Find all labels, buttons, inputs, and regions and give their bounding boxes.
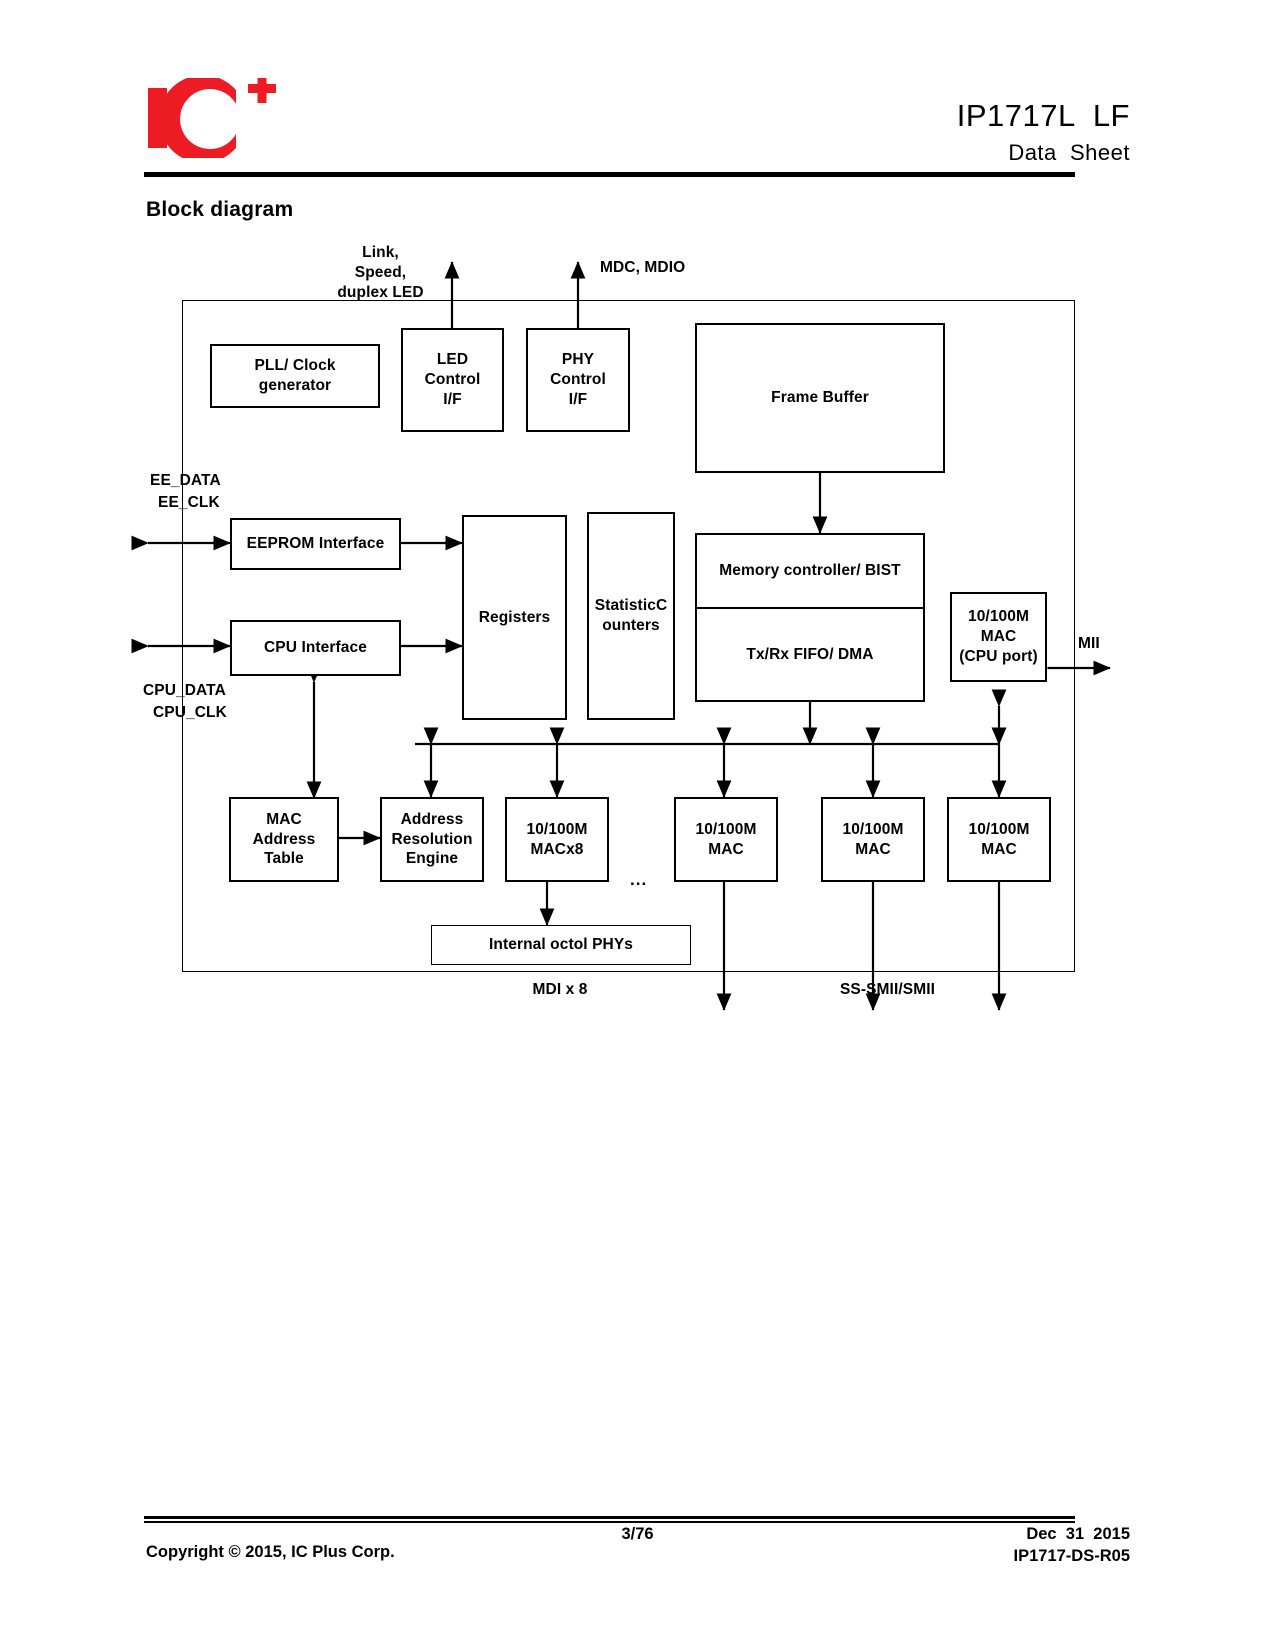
label-ee-data: EE_DATA bbox=[150, 472, 221, 489]
block-pll-clock-generator: PLL/ Clock generator bbox=[210, 344, 380, 408]
label-ss-smii-smii: SS-SMII/SMII bbox=[839, 981, 936, 998]
label-mac-ellipsis: ... bbox=[630, 870, 648, 889]
block-internal-octol-phys: Internal octol PHYs bbox=[431, 925, 691, 965]
label-ee-clk: EE_CLK bbox=[158, 494, 220, 511]
document-subtitle: Data Sheet bbox=[1008, 140, 1130, 165]
diagram-connectors bbox=[131, 261, 1111, 1011]
label-mdc-mdio: MDC, MDIO bbox=[600, 259, 686, 276]
block-diagram: Link, Speed, duplex LED MDC, MDIO EE_DAT… bbox=[131, 244, 1111, 1011]
label-mii: MII bbox=[1078, 635, 1100, 652]
footer-revision: IP1717-DS-R05 bbox=[1013, 1547, 1130, 1565]
label-cpu-data: CPU_DATA bbox=[143, 682, 226, 699]
block-frame-buffer: Frame Buffer bbox=[695, 323, 945, 473]
block-registers: Registers bbox=[462, 515, 567, 720]
footer-page-number: 3/76 bbox=[621, 1525, 654, 1543]
block-statistic-counters: StatisticC ounters bbox=[587, 512, 675, 720]
footer-divider-top bbox=[144, 1516, 1075, 1519]
block-mac-3: 10/100M MAC bbox=[821, 797, 925, 882]
label-cpu-clk: CPU_CLK bbox=[153, 704, 227, 721]
block-mac-4: 10/100M MAC bbox=[947, 797, 1051, 882]
chip-boundary bbox=[182, 300, 1075, 972]
block-memory-controller-bist: Memory controller/ BIST bbox=[695, 533, 925, 609]
block-mac-cpu-port: 10/100M MAC (CPU port) bbox=[950, 592, 1047, 682]
document-title: IP1717L LF bbox=[956, 98, 1130, 133]
block-phy-control-if: PHY Control I/F bbox=[526, 328, 630, 432]
block-cpu-interface: CPU Interface bbox=[230, 620, 401, 676]
block-txrx-fifo-dma: Tx/Rx FIFO/ DMA bbox=[695, 607, 925, 702]
footer-copyright: Copyright © 2015, IC Plus Corp. bbox=[146, 1543, 395, 1561]
label-mdi-x8: MDI x 8 bbox=[532, 981, 588, 998]
page-title: Block diagram bbox=[146, 198, 294, 221]
footer-divider-bottom bbox=[144, 1521, 1075, 1523]
block-mac-2: 10/100M MAC bbox=[674, 797, 778, 882]
block-mac-x8: 10/100M MACx8 bbox=[505, 797, 609, 882]
block-mac-address-table: MAC Address Table bbox=[229, 797, 339, 882]
footer-date: Dec 31 2015 bbox=[1026, 1525, 1130, 1543]
block-address-resolution-engine: Address Resolution Engine bbox=[380, 797, 484, 882]
block-eeprom-interface: EEPROM Interface bbox=[230, 518, 401, 570]
ic-plus-logo bbox=[144, 78, 304, 158]
header-divider bbox=[144, 172, 1075, 177]
block-led-control-if: LED Control I/F bbox=[401, 328, 504, 432]
label-link-speed-duplex-led: Link, Speed, duplex LED bbox=[337, 244, 424, 302]
